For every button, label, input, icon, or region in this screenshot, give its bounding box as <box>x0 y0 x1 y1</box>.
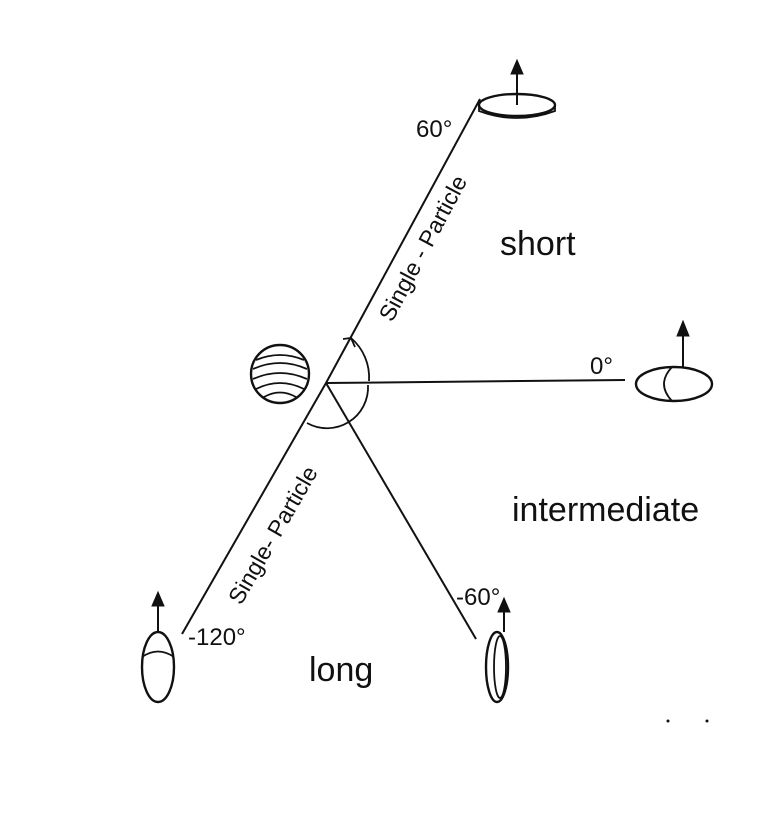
double-ellipse-icon <box>634 319 714 403</box>
angle-label-0: 0° <box>590 353 613 380</box>
upper-angle-arc <box>350 337 370 382</box>
thin-disc-icon <box>484 596 511 704</box>
lower-angle-arc <box>306 384 369 430</box>
upper-single-particle-label: Single - Particle <box>373 171 472 325</box>
prolate-ellipsoid-icon <box>140 590 176 704</box>
banded-sphere-icon <box>249 343 311 405</box>
angle-label-60: 60° <box>416 116 452 143</box>
region-label-short: short <box>500 225 576 263</box>
angle-label-minus-120: -120° <box>188 624 246 651</box>
speck-mark <box>705 719 709 723</box>
oblate-disc-icon <box>477 58 557 119</box>
axis-60-line <box>325 98 481 384</box>
speck-mark <box>666 719 670 723</box>
axis-minus-60-line <box>325 382 477 640</box>
axis-minus-120-line <box>181 382 327 635</box>
angle-label-minus-60: -60° <box>456 584 500 611</box>
axis-0-line <box>325 379 626 384</box>
region-label-intermediate: intermediate <box>512 491 699 529</box>
region-label-long: long <box>309 651 373 689</box>
upper-angle-arrow <box>342 337 356 348</box>
